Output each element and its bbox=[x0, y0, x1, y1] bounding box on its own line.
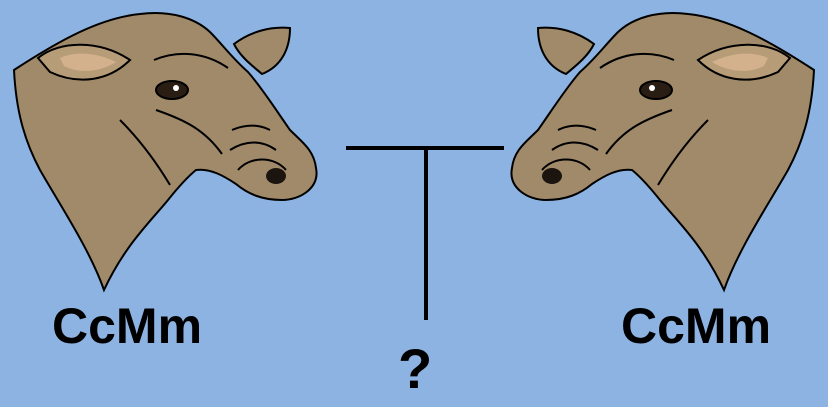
cow-head-right-icon bbox=[498, 0, 828, 300]
cross-connector bbox=[330, 130, 520, 330]
cow-head-left-icon bbox=[0, 0, 330, 300]
parent-genotype-left: CcMm bbox=[52, 296, 202, 356]
offspring-question-mark: ? bbox=[398, 336, 432, 402]
parent-genotype-right: CcMm bbox=[621, 296, 771, 356]
